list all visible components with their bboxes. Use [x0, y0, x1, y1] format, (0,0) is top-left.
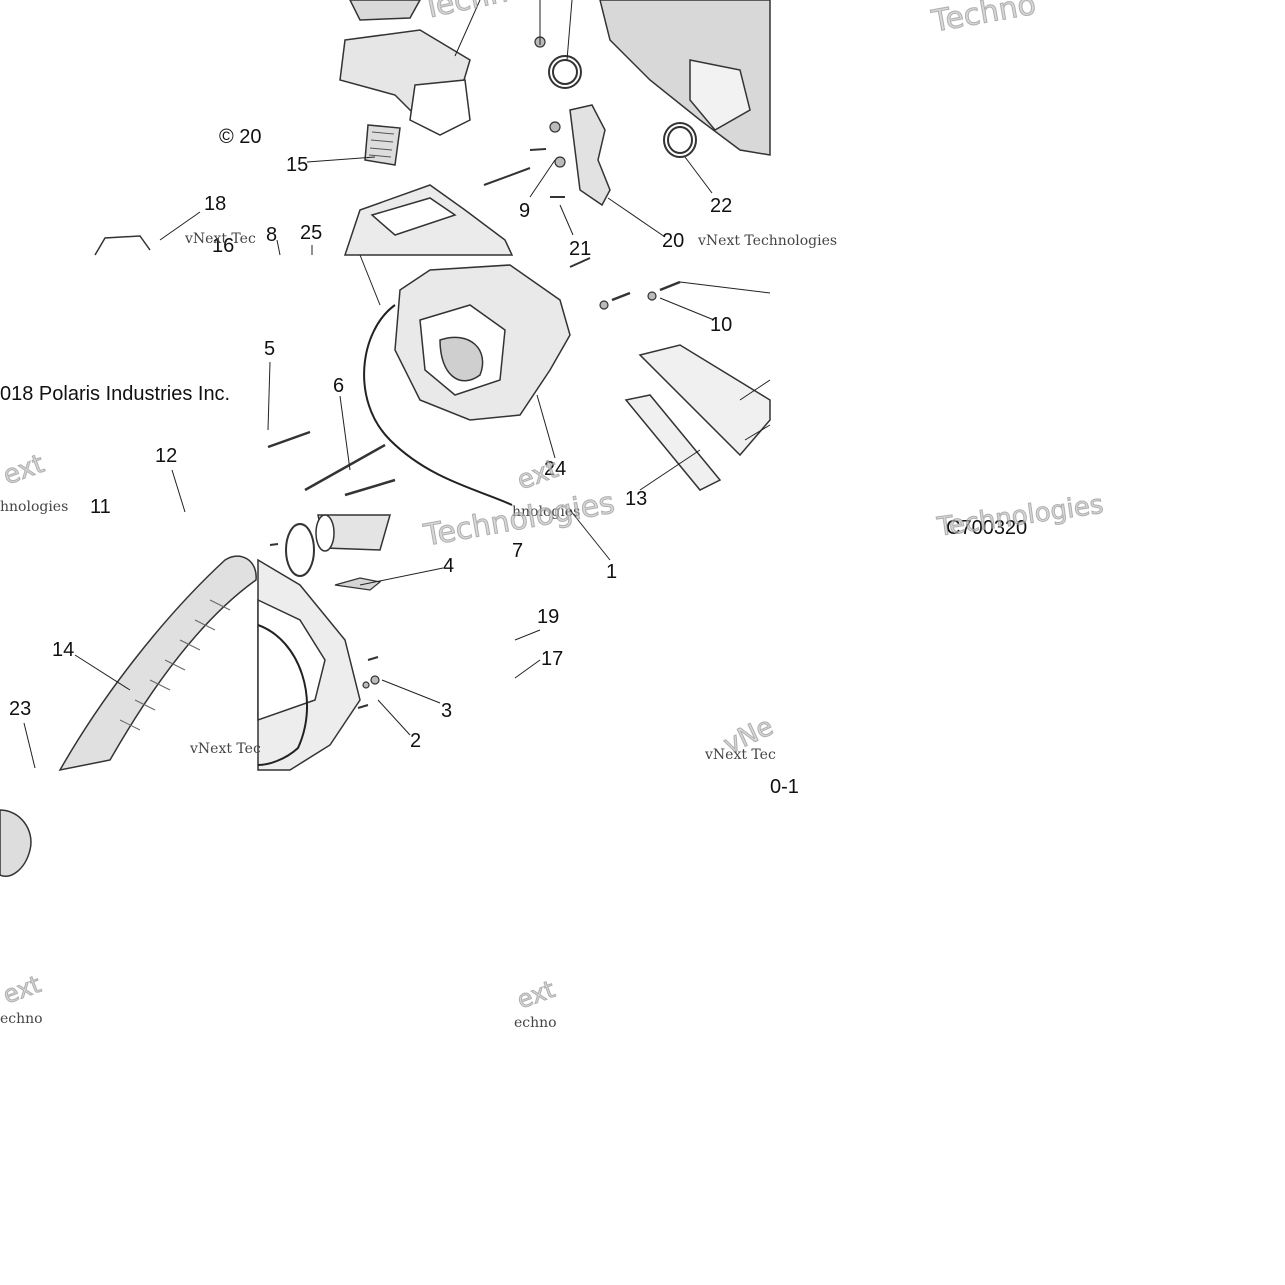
callout-3: 3 [441, 700, 453, 722]
callout-19: 19 [537, 606, 560, 628]
fasteners-lower [269, 543, 380, 709]
callout-25: 25 [300, 222, 323, 244]
cover-plate-13 [624, 344, 771, 491]
flex-hose-14 [58, 555, 257, 772]
callout-24: 24 [544, 458, 567, 480]
callout-21: 21 [569, 238, 592, 260]
hose-clamp [285, 523, 315, 577]
callout-1: 1 [606, 561, 618, 583]
blower-housing-top [343, 184, 514, 256]
callout-22: 22 [710, 195, 733, 217]
o-ring-22 [663, 122, 697, 158]
gasket-18 [94, 235, 151, 256]
hose-end-lower [0, 809, 32, 877]
copyright-notice: 018 Polaris Industries Inc. [0, 383, 231, 405]
copyright-fragment: © 20 [219, 126, 262, 148]
callout-10: 10 [710, 314, 733, 336]
watermark-echno-2: echno [514, 1015, 557, 1031]
callout-20: 20 [662, 230, 685, 252]
watermark-vnext-1: vNext Tec [185, 231, 256, 247]
drawing-suffix: 0-1 [770, 776, 799, 798]
callout-17: 17 [541, 648, 564, 670]
callout-11: 11 [90, 496, 111, 518]
clutch-outer-cover [257, 558, 361, 771]
callout-7: 7 [512, 540, 524, 562]
callout-15: 15 [286, 154, 309, 176]
watermark-echno-1: echno [0, 1011, 43, 1027]
bolts-5-6 [267, 430, 396, 497]
callout-12: 12 [155, 445, 178, 467]
deflector-4 [334, 577, 382, 591]
callout-23: 23 [9, 698, 32, 720]
crankcase-cover [599, 0, 771, 156]
callout-6: 6 [333, 375, 345, 397]
air-intake-duct [339, 0, 471, 136]
cover-seal [257, 624, 308, 766]
blower-housing-24 [394, 264, 571, 421]
drawing-code: C700320 [946, 517, 1028, 539]
callout-13: 13 [625, 488, 648, 510]
callout-5: 5 [264, 338, 276, 360]
callout-18: 18 [204, 193, 227, 215]
watermark-vnext-3: vNext Tec [190, 741, 261, 757]
callout-4: 4 [443, 555, 455, 577]
callout-9: 9 [519, 200, 531, 222]
bolt-10 [599, 280, 681, 310]
mount-bracket-20 [569, 104, 611, 207]
watermark-vnext-4: vNext Tec [705, 747, 776, 763]
watermark-hnologies-1: hnologies [0, 499, 69, 515]
callout-2: 2 [410, 730, 422, 752]
intake-screen [364, 124, 401, 166]
watermark-vnext-2: vNext Technologies [698, 233, 838, 249]
o-ring-upper [548, 55, 582, 89]
drive-belt-seal-1 [363, 304, 513, 506]
watermark-hnologies-2: hnologies [512, 504, 581, 520]
callout-14: 14 [52, 639, 75, 661]
inlet-duct-7 [315, 514, 391, 552]
leader-lines [23, 0, 771, 769]
callout-16: 16 [212, 235, 235, 257]
callout-8: 8 [266, 224, 278, 246]
fasteners-top [483, 36, 591, 268]
